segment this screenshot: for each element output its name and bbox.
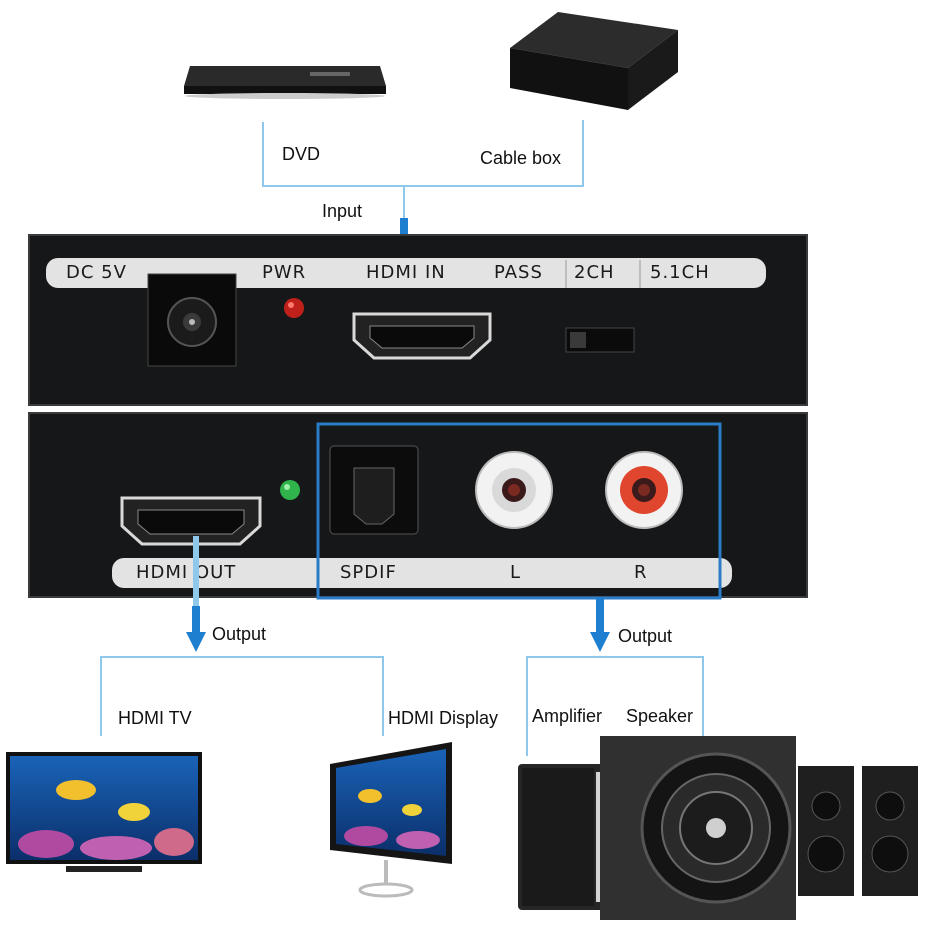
hdmi-display-drop-line xyxy=(382,656,384,736)
cable-box-icon xyxy=(510,12,678,110)
right-output-label: Output xyxy=(618,626,673,646)
hdmi-display-icon xyxy=(330,742,452,898)
pass-label: PASS xyxy=(494,262,543,283)
5-1ch-label: 5.1CH xyxy=(650,262,710,283)
amplifier-speaker-system-icon xyxy=(518,736,918,920)
input-label: Input xyxy=(322,201,363,221)
bottom-label-strip xyxy=(112,558,732,588)
spdif-label: SPDIF xyxy=(340,562,397,583)
hdmi-tv-label: HDMI TV xyxy=(118,708,192,728)
amplifier-label: Amplifier xyxy=(532,706,603,726)
dvd-label: DVD xyxy=(282,144,321,164)
r-label: R xyxy=(634,562,648,583)
left-output-arrow-icon xyxy=(186,536,206,652)
dc-power-jack-icon xyxy=(147,273,237,367)
left-output-label: Output xyxy=(212,624,267,644)
rca-left-port-icon xyxy=(475,451,553,529)
amplifier-drop-line xyxy=(526,656,528,756)
2ch-label: 2CH xyxy=(574,262,615,283)
spdif-port-icon xyxy=(329,445,419,535)
hdmi-in-port-icon xyxy=(352,312,492,360)
dvd-player-icon xyxy=(184,66,386,99)
pwr-label: PWR xyxy=(262,262,307,283)
output-led-icon xyxy=(280,480,300,500)
cable-connector-line xyxy=(582,120,584,186)
dvd-connector-line xyxy=(262,122,264,186)
hdmi-tv-icon xyxy=(6,752,202,872)
right-output-arrow-icon xyxy=(590,598,610,652)
hdmi-tv-drop-line xyxy=(100,656,102,736)
rca-right-port-icon xyxy=(605,451,683,529)
right-output-bus-line xyxy=(526,656,704,658)
speaker-label: Speaker xyxy=(626,706,694,726)
speaker-drop-line xyxy=(702,656,704,736)
mode-switch-icon xyxy=(565,327,635,353)
cable-box-label: Cable box xyxy=(480,148,562,168)
hdmi-out-port-icon xyxy=(120,496,262,546)
hdmi-out-label: HDMI OUT xyxy=(136,562,237,583)
input-bus-line xyxy=(262,185,584,187)
hdmi-in-label: HDMI IN xyxy=(366,262,446,283)
input-drop-line xyxy=(403,185,405,223)
pwr-led-icon xyxy=(284,298,304,318)
l-label: L xyxy=(510,562,522,583)
dc5v-label: DC 5V xyxy=(66,262,127,283)
hdmi-display-label: HDMI Display xyxy=(388,708,499,728)
left-output-bus-line xyxy=(100,656,384,658)
